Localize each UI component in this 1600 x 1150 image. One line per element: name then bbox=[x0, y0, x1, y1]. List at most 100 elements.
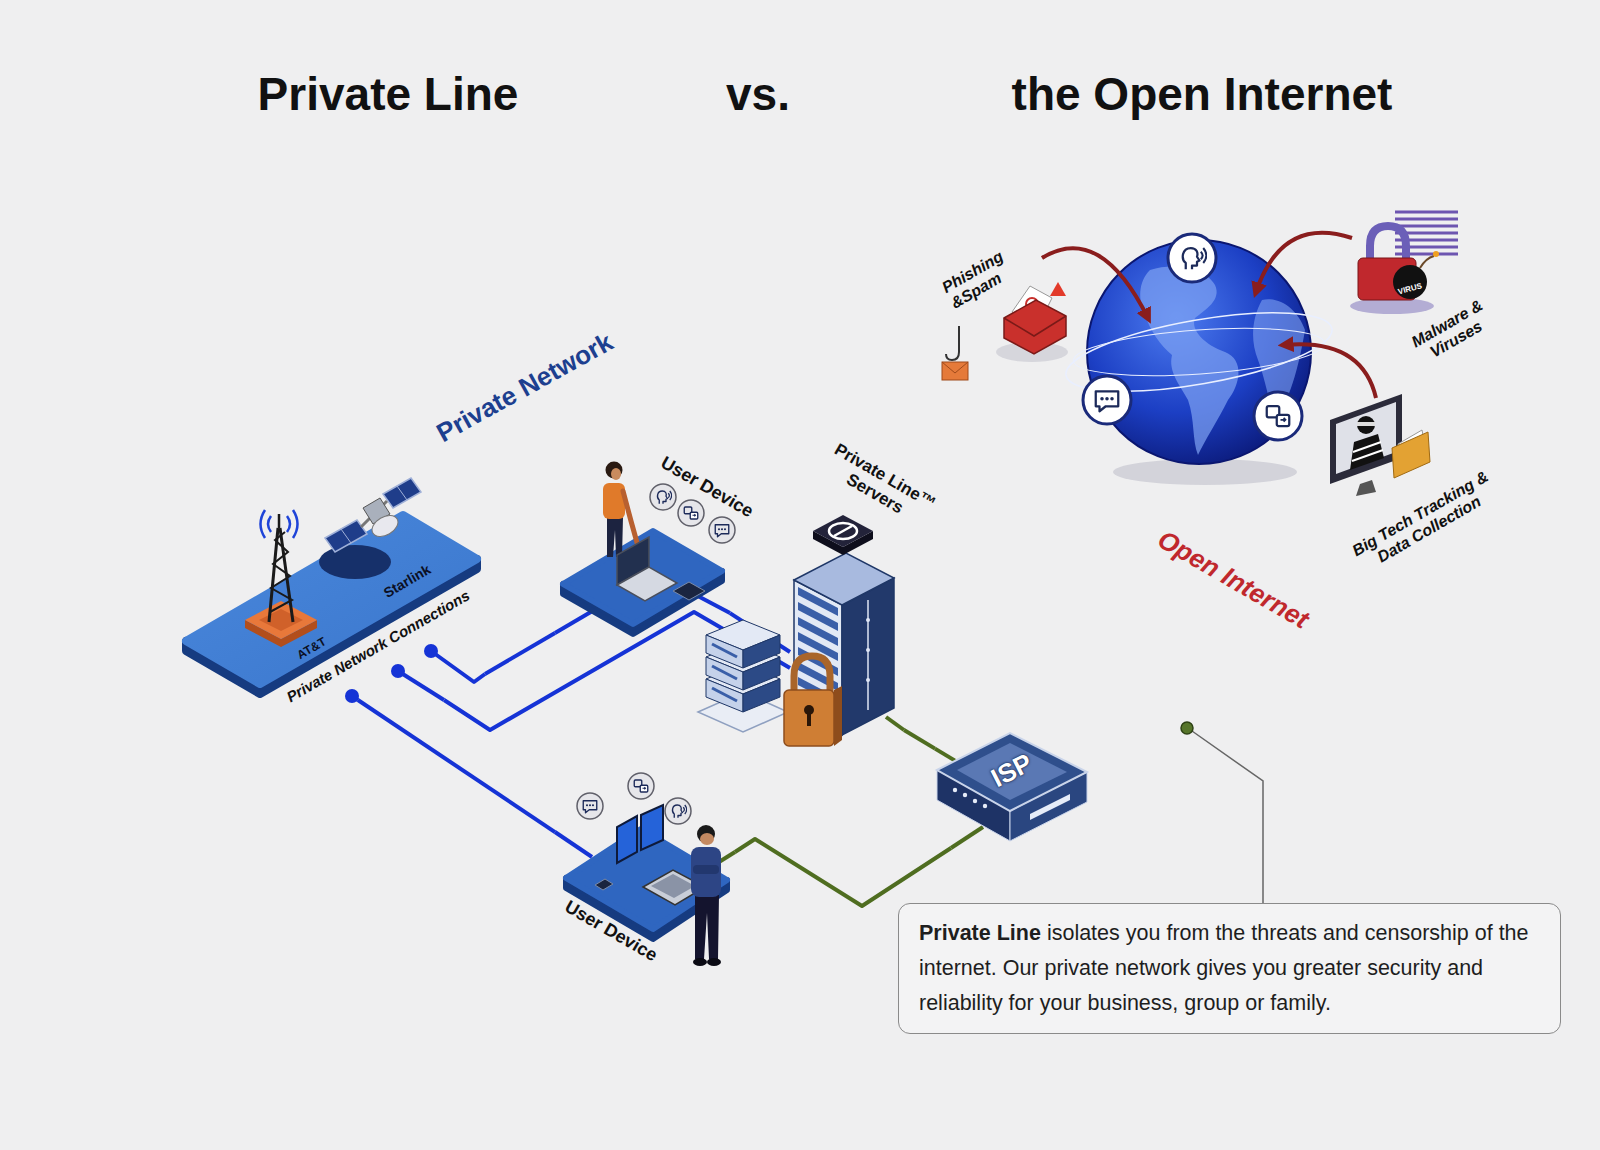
server-rack-shape-part bbox=[886, 717, 904, 730]
user-device-pad-shape-part-part bbox=[684, 507, 698, 519]
region-title: Private Network bbox=[432, 327, 618, 448]
tracking-icon-part bbox=[1353, 442, 1381, 452]
isp-box-shape-part bbox=[973, 799, 977, 803]
user-device-pad-shape-part-part bbox=[672, 805, 686, 818]
malware-icon-part-part bbox=[1395, 211, 1458, 214]
threat-arrows bbox=[1042, 233, 1376, 398]
connection-pad-shape-part bbox=[186, 515, 477, 684]
globe-part-part bbox=[1096, 391, 1119, 411]
user-device-pad-shape-part bbox=[603, 483, 625, 519]
server-rack-shape-part bbox=[813, 515, 873, 547]
server-rack-shape-part bbox=[866, 618, 870, 622]
globe bbox=[1060, 234, 1337, 485]
connection-pad-shape-part bbox=[345, 689, 359, 703]
malware-icon-part bbox=[1433, 251, 1439, 257]
server-rack-shape-part bbox=[834, 526, 852, 536]
user-device-pad-shape-part bbox=[611, 468, 621, 480]
user-device-pad-shape-part bbox=[651, 874, 695, 898]
connection-pad-shape-part bbox=[261, 510, 298, 538]
server-rack-shape-part-part bbox=[706, 635, 743, 668]
phishing-icon-part bbox=[942, 362, 968, 380]
globe-part bbox=[1168, 234, 1216, 282]
tracking-icon-part bbox=[1357, 416, 1375, 434]
user-device-pad-shape-part bbox=[577, 793, 603, 819]
threat-arrows-part bbox=[1042, 248, 1148, 318]
globe-part-part bbox=[1183, 248, 1207, 269]
server-rack-shape-part bbox=[712, 644, 737, 701]
user-device-pad-shape-part bbox=[607, 517, 623, 557]
user-device-pad-shape-part-part bbox=[665, 798, 691, 824]
callout-box: Private Lineisolates you from the threat… bbox=[898, 903, 1561, 1034]
callout-lead: Private Line bbox=[919, 921, 1041, 945]
threat-label: Phishing &Spam bbox=[939, 239, 1031, 313]
tracking-icon-part bbox=[1330, 394, 1402, 484]
server-rack-shape-part-part bbox=[712, 688, 737, 701]
globe-part-part bbox=[1168, 234, 1216, 282]
user-device-pad-shape-part-part bbox=[628, 773, 654, 799]
phishing-icon-part bbox=[942, 362, 968, 373]
server-rack-shape-part-part bbox=[743, 635, 780, 668]
malware-icon-part bbox=[1370, 226, 1406, 262]
isp-box-shape-part bbox=[953, 788, 957, 792]
server-rack-shape-part bbox=[867, 600, 869, 710]
isp-box: ISP bbox=[935, 728, 1092, 848]
user-device-pad-shape-part-part bbox=[709, 517, 735, 543]
threat-arrows-part bbox=[1256, 233, 1352, 292]
phishing-icon-part bbox=[1050, 282, 1066, 296]
network-link bbox=[485, 633, 555, 674]
isp-box-shape-part bbox=[963, 793, 967, 797]
server-rack-shape-part bbox=[807, 712, 811, 726]
slab-shape-part bbox=[714, 690, 1296, 1114]
tracking-icon-part bbox=[1392, 432, 1430, 478]
user-device-pad-shape-part bbox=[665, 798, 691, 824]
heading-part: vs. bbox=[726, 68, 790, 121]
user-device-pad-shape-part bbox=[709, 517, 735, 543]
globe-part bbox=[1140, 266, 1238, 455]
connection-pad-shape-part-part bbox=[278, 514, 281, 528]
user-device-pad-shape-part bbox=[595, 879, 613, 890]
user-device-pad-shape-part-part bbox=[650, 484, 676, 510]
globe-part-part bbox=[1254, 392, 1302, 440]
user-device-pad: User Device bbox=[555, 445, 730, 640]
server-rack-shape-part bbox=[784, 690, 834, 746]
phishing-icon-part bbox=[1004, 316, 1066, 336]
connection-pad-shape-part-part bbox=[280, 528, 293, 622]
globe-part-part bbox=[1083, 376, 1131, 424]
user-device-pad-shape-part-part bbox=[634, 780, 648, 792]
user-device-pad-shape-part bbox=[563, 531, 722, 624]
globe-part bbox=[1072, 321, 1326, 382]
user-device-pad-shape-part bbox=[695, 895, 719, 959]
connection-pad-shape-part-part bbox=[398, 671, 444, 700]
user-device-pad-shape-part bbox=[650, 484, 676, 510]
phishing-icon-part bbox=[946, 326, 959, 360]
user-device-pad-shape-part bbox=[555, 832, 592, 857]
heading-part: Private Line bbox=[258, 68, 519, 121]
tracking-icon-part bbox=[1357, 422, 1375, 426]
globe-part-part bbox=[1267, 406, 1290, 426]
user-device-pad-shape-part-part bbox=[577, 793, 603, 819]
connection-pad-shape-part bbox=[391, 664, 405, 678]
tracking-icon-part bbox=[1352, 450, 1383, 461]
connection-pad-shape-part bbox=[368, 511, 401, 541]
isp-box-shape-part-part bbox=[951, 827, 983, 848]
server-rack-shape-part bbox=[829, 523, 857, 539]
connection-pad: AT&TStarlinkPrivate Network Connections bbox=[175, 500, 485, 700]
globe-part bbox=[1254, 392, 1302, 440]
user-device-pad-shape-part-part bbox=[583, 801, 597, 813]
threat-arrows-part bbox=[1284, 344, 1376, 398]
tracking-icon-part bbox=[1350, 434, 1384, 470]
connection-pad-shape-part bbox=[319, 545, 391, 579]
connection-pad-shape-part-part bbox=[270, 532, 292, 612]
connection-pad-shape-part bbox=[397, 486, 407, 500]
network-link bbox=[358, 700, 555, 832]
isp-box-shape bbox=[935, 728, 1092, 848]
server-rack-shape-part bbox=[794, 656, 830, 692]
malware-icon-part-part bbox=[1395, 218, 1458, 221]
user-device-pad-shape bbox=[555, 745, 735, 970]
tracking-icon bbox=[1330, 394, 1430, 496]
user-device-pad-shape-part bbox=[628, 773, 654, 799]
server-title: Private Line™ Servers bbox=[812, 434, 948, 535]
isp-box-shape-part bbox=[983, 804, 987, 808]
network-link bbox=[904, 730, 935, 749]
user-device-pad-shape-part bbox=[678, 500, 704, 526]
